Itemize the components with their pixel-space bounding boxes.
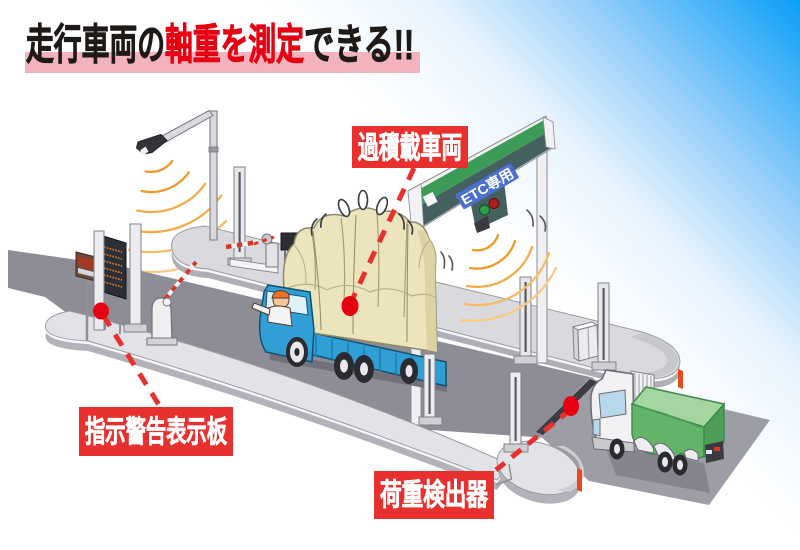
svg-text:軸重を測定: 軸重を測定 [165,21,304,68]
svg-text:走行車両の: 走行車両の [26,21,165,68]
svg-text:荷重検出器: 荷重検出器 [380,479,489,512]
svg-text:指示警告表示板: 指示警告表示板 [85,415,227,449]
svg-text:できる!!: できる!! [304,21,414,68]
svg-text:過積載車両: 過積載車両 [358,132,462,165]
